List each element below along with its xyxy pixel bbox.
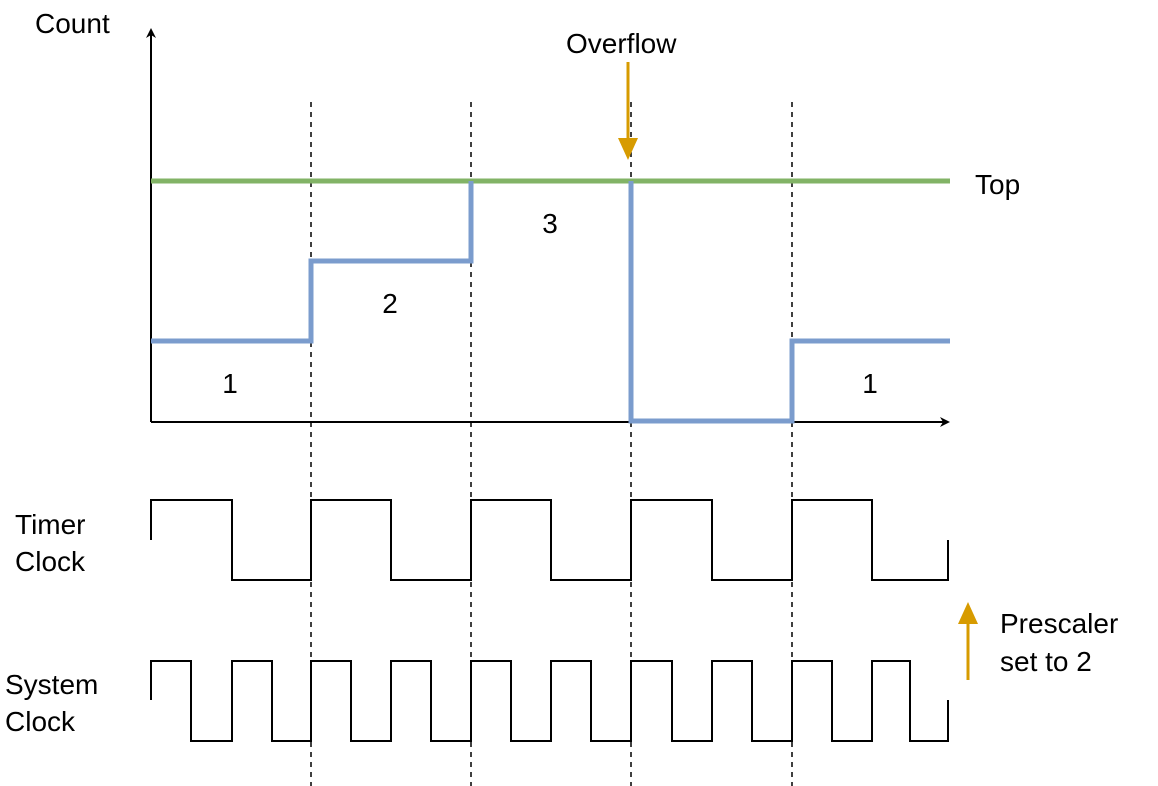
overflow-arrow [618,62,638,160]
count-label-3: 3 [542,208,558,239]
count-label-1: 1 [222,368,238,399]
count-step-line [151,181,950,424]
overflow-label: Overflow [566,28,677,59]
system-clock-waveform [150,660,949,742]
count-label-4: 1 [862,368,878,399]
prescaler-label-line1: Prescaler [1000,608,1118,639]
timer-clock-waveform [150,499,949,581]
system-clock-label-line1: System [5,669,98,700]
top-label: Top [975,169,1020,200]
prescaler-arrow [958,602,978,680]
timer-clock-label-line1: Timer [15,509,86,540]
y-axis-label: Count [35,8,110,39]
count-label-2: 2 [382,288,398,319]
timer-clock-label-line2: Clock [15,546,86,577]
prescaler-label-line2: set to 2 [1000,646,1092,677]
system-clock-label-line2: Clock [5,706,76,737]
